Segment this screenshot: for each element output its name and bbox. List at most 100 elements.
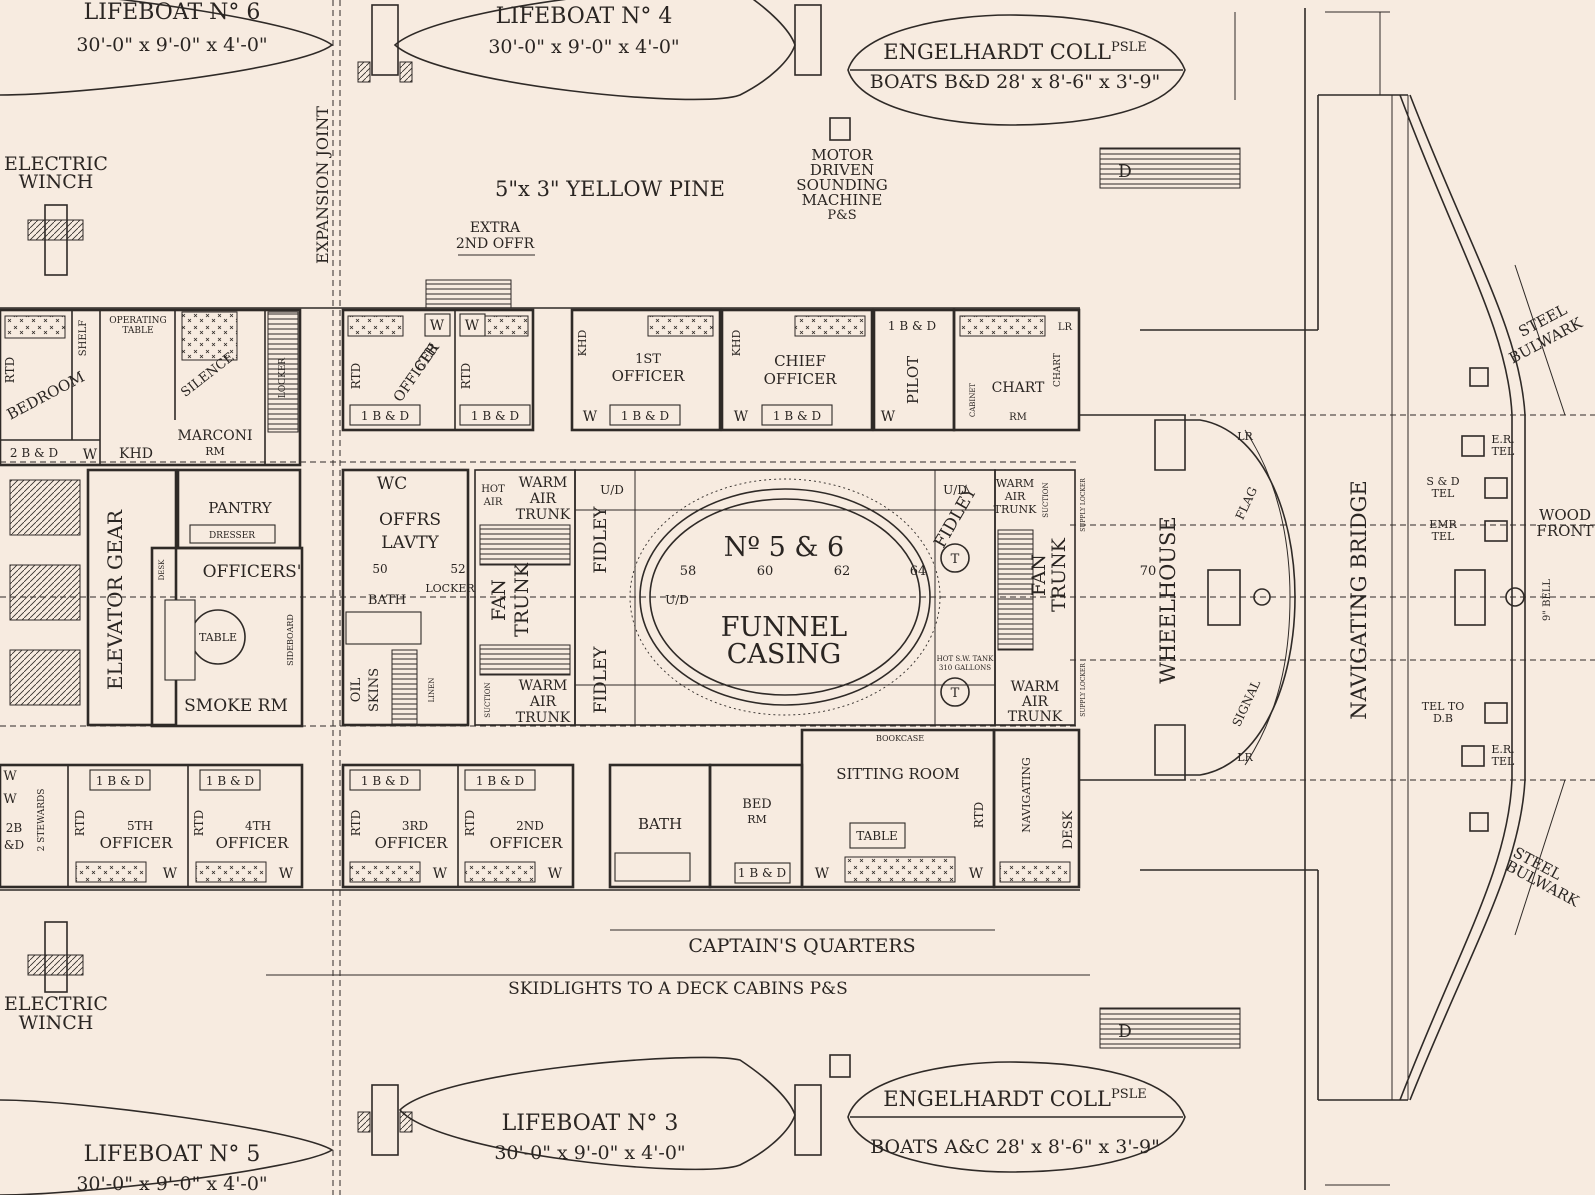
svg-text:1 B & D: 1 B & D: [773, 409, 821, 423]
svg-text:D: D: [1118, 1022, 1132, 1042]
svg-text:CASING: CASING: [727, 639, 842, 670]
svg-text:2ND OFFR: 2ND OFFR: [456, 236, 535, 252]
svg-text:SMOKE RM: SMOKE RM: [184, 696, 288, 716]
svg-text:SUPPLY LOCKER: SUPPLY LOCKER: [1080, 478, 1087, 532]
lifeboat-6-dims: 30'-0" x 9'-0" x 4'-0": [76, 34, 267, 56]
svg-text:OFFICER: OFFICER: [391, 340, 443, 405]
svg-text:W: W: [433, 866, 448, 882]
svg-text:SITTING ROOM: SITTING ROOM: [836, 765, 960, 783]
svg-text:E.R.: E.R.: [1491, 433, 1514, 446]
chief-officer-cabin: KHD CHIEF OFFICER 1 B & D W: [720, 308, 874, 432]
svg-text:TRUNK: TRUNK: [516, 507, 571, 523]
svg-text:SUCTION: SUCTION: [484, 682, 492, 717]
lifeboat-4: LIFEBOAT N° 4 30'-0" x 9'-0" x 4'-0": [393, 0, 796, 101]
svg-text:LINEN: LINEN: [428, 678, 436, 703]
svg-text:D.B: D.B: [1433, 712, 1453, 725]
sounding-machine: MOTOR DRIVEN SOUNDING MACHINE P&S: [796, 117, 888, 1078]
svg-text:1 B & D: 1 B & D: [471, 409, 519, 423]
svg-text:ELECTRIC: ELECTRIC: [4, 153, 108, 175]
svg-text:RM: RM: [205, 445, 225, 458]
svg-text:LAVTY: LAVTY: [381, 533, 439, 553]
decking-label: 5"x 3" YELLOW PINE: [495, 177, 725, 201]
funnel-title: Nº 5 & 6: [724, 532, 844, 563]
wheelhouse-label: WHEELHOUSE: [1156, 516, 1180, 683]
svg-text:DESK: DESK: [158, 559, 166, 581]
svg-text:DRESSER: DRESSER: [209, 531, 255, 541]
svg-text:WARM: WARM: [519, 678, 568, 694]
svg-text:W: W: [3, 792, 17, 807]
captains-quarters: BATH BED RM 1 B & D BOOKCASE SITTING ROO…: [608, 728, 1081, 889]
chart-room: LR CHART RM CHART CABINET: [952, 308, 1081, 432]
svg-text:62: 62: [834, 564, 851, 579]
lifeboat-3-dims: 30'-0" x 9'-0" x 4'-0": [494, 1142, 685, 1164]
svg-text:TRUNK: TRUNK: [511, 562, 533, 637]
collapsible-ac: ENGELHARDT COLLPSLE BOATS A&C 28' x 8'-6…: [847, 1061, 1186, 1173]
svg-text:W: W: [881, 409, 896, 425]
winch-bottom: ELECTRIC WINCH: [4, 921, 108, 1034]
svg-text:EMR: EMR: [1429, 518, 1457, 531]
lifeboat-4-dims: 30'-0" x 9'-0" x 4'-0": [488, 36, 679, 58]
svg-text:FIDLEY: FIDLEY: [591, 646, 611, 714]
svg-text:SKIDLIGHTS TO A DECK CABINS P&: SKIDLIGHTS TO A DECK CABINS P&S: [508, 979, 848, 999]
svg-text:OFFICER: OFFICER: [375, 834, 448, 852]
svg-text:RTD: RTD: [349, 810, 363, 836]
svg-text:OPERATING: OPERATING: [109, 316, 166, 326]
fan-trunk-left: HOT AIR WARM AIR TRUNK FAN TRUNK WARM AI…: [474, 469, 576, 726]
svg-text:FAN: FAN: [488, 579, 510, 621]
svg-text:SKINS: SKINS: [367, 668, 382, 712]
svg-text:1 B & D: 1 B & D: [206, 774, 254, 788]
svg-text:1ST: 1ST: [635, 352, 661, 367]
svg-text:BOOKCASE: BOOKCASE: [876, 734, 924, 743]
svg-text:2 STEWARDS: 2 STEWARDS: [37, 789, 47, 852]
svg-text:W: W: [3, 769, 17, 784]
svg-text:RTD: RTD: [463, 810, 477, 836]
fan-trunk-right: WARM AIR TRUNK FAN TRUNK WARM AIR TRUNK …: [994, 469, 1087, 726]
svg-text:3RD: 3RD: [402, 819, 428, 833]
svg-text:4TH: 4TH: [245, 819, 271, 833]
svg-text:SIDEBOARD: SIDEBOARD: [286, 614, 295, 666]
collapsible-bd-name: ENGELHARDT COLLPSLE: [883, 40, 1147, 64]
svg-text:SUPPLY LOCKER: SUPPLY LOCKER: [1080, 663, 1087, 717]
svg-text:TABLE: TABLE: [122, 326, 153, 336]
svg-text:P&S: P&S: [827, 208, 856, 223]
svg-text:TABLE: TABLE: [199, 631, 237, 644]
svg-text:LR: LR: [1237, 430, 1253, 443]
svg-text:W: W: [430, 318, 445, 334]
svg-text:1 B & D: 1 B & D: [888, 319, 936, 333]
svg-text:FLAG: FLAG: [1233, 485, 1260, 522]
svg-text:OFFICER: OFFICER: [100, 834, 173, 852]
svg-text:LR: LR: [1058, 322, 1073, 333]
svg-text:1 B & D: 1 B & D: [96, 774, 144, 788]
svg-text:DRIVEN: DRIVEN: [810, 161, 874, 179]
svg-text:WINCH: WINCH: [19, 171, 94, 193]
svg-text:SHELF: SHELF: [78, 320, 89, 357]
svg-text:W: W: [969, 866, 984, 882]
svg-text:310 GALLONS: 310 GALLONS: [939, 664, 991, 672]
svg-text:RTD: RTD: [349, 363, 363, 389]
navigating-bridge: NAVIGATING BRIDGE E.R. TEL S & D TEL EMR…: [1347, 367, 1553, 832]
svg-text:PILOT: PILOT: [904, 356, 922, 404]
svg-text:ELECTRIC: ELECTRIC: [4, 993, 108, 1015]
svg-text:EXTRA: EXTRA: [470, 220, 521, 236]
svg-text:T: T: [951, 686, 960, 701]
svg-text:CAPTAIN'S QUARTERS: CAPTAIN'S QUARTERS: [688, 935, 915, 957]
svg-text:WARM: WARM: [519, 475, 568, 491]
svg-text:FUNNEL: FUNNEL: [721, 612, 847, 643]
davits: D D: [357, 4, 1241, 1156]
first-officer-cabin: KHD 1ST OFFICER 1 B & D W: [570, 308, 722, 432]
svg-text:FRONT: FRONT: [1536, 522, 1593, 540]
svg-text:W: W: [548, 866, 563, 882]
svg-text:50: 50: [372, 562, 387, 576]
svg-text:MARCONI: MARCONI: [178, 428, 253, 444]
svg-text:WOOD: WOOD: [1539, 506, 1591, 524]
steel-bulwark-bottom: STEEL BULWARK: [1503, 843, 1583, 910]
svg-text:W: W: [734, 409, 749, 425]
svg-text:U/D: U/D: [600, 483, 624, 497]
svg-text:BATH: BATH: [638, 815, 682, 833]
svg-text:SIGNAL: SIGNAL: [1230, 678, 1264, 729]
svg-text:W: W: [465, 318, 480, 334]
collapsible-bd-dims: BOATS B&D 28' x 8'-6" x 3'-9": [870, 71, 1161, 93]
winch-top: ELECTRIC WINCH: [4, 153, 108, 276]
svg-text:CABINET: CABINET: [969, 383, 977, 418]
officers-lavatory: WC OFFRS LAVTY BATH LOCKER 50 52 OIL SKI…: [341, 468, 475, 727]
